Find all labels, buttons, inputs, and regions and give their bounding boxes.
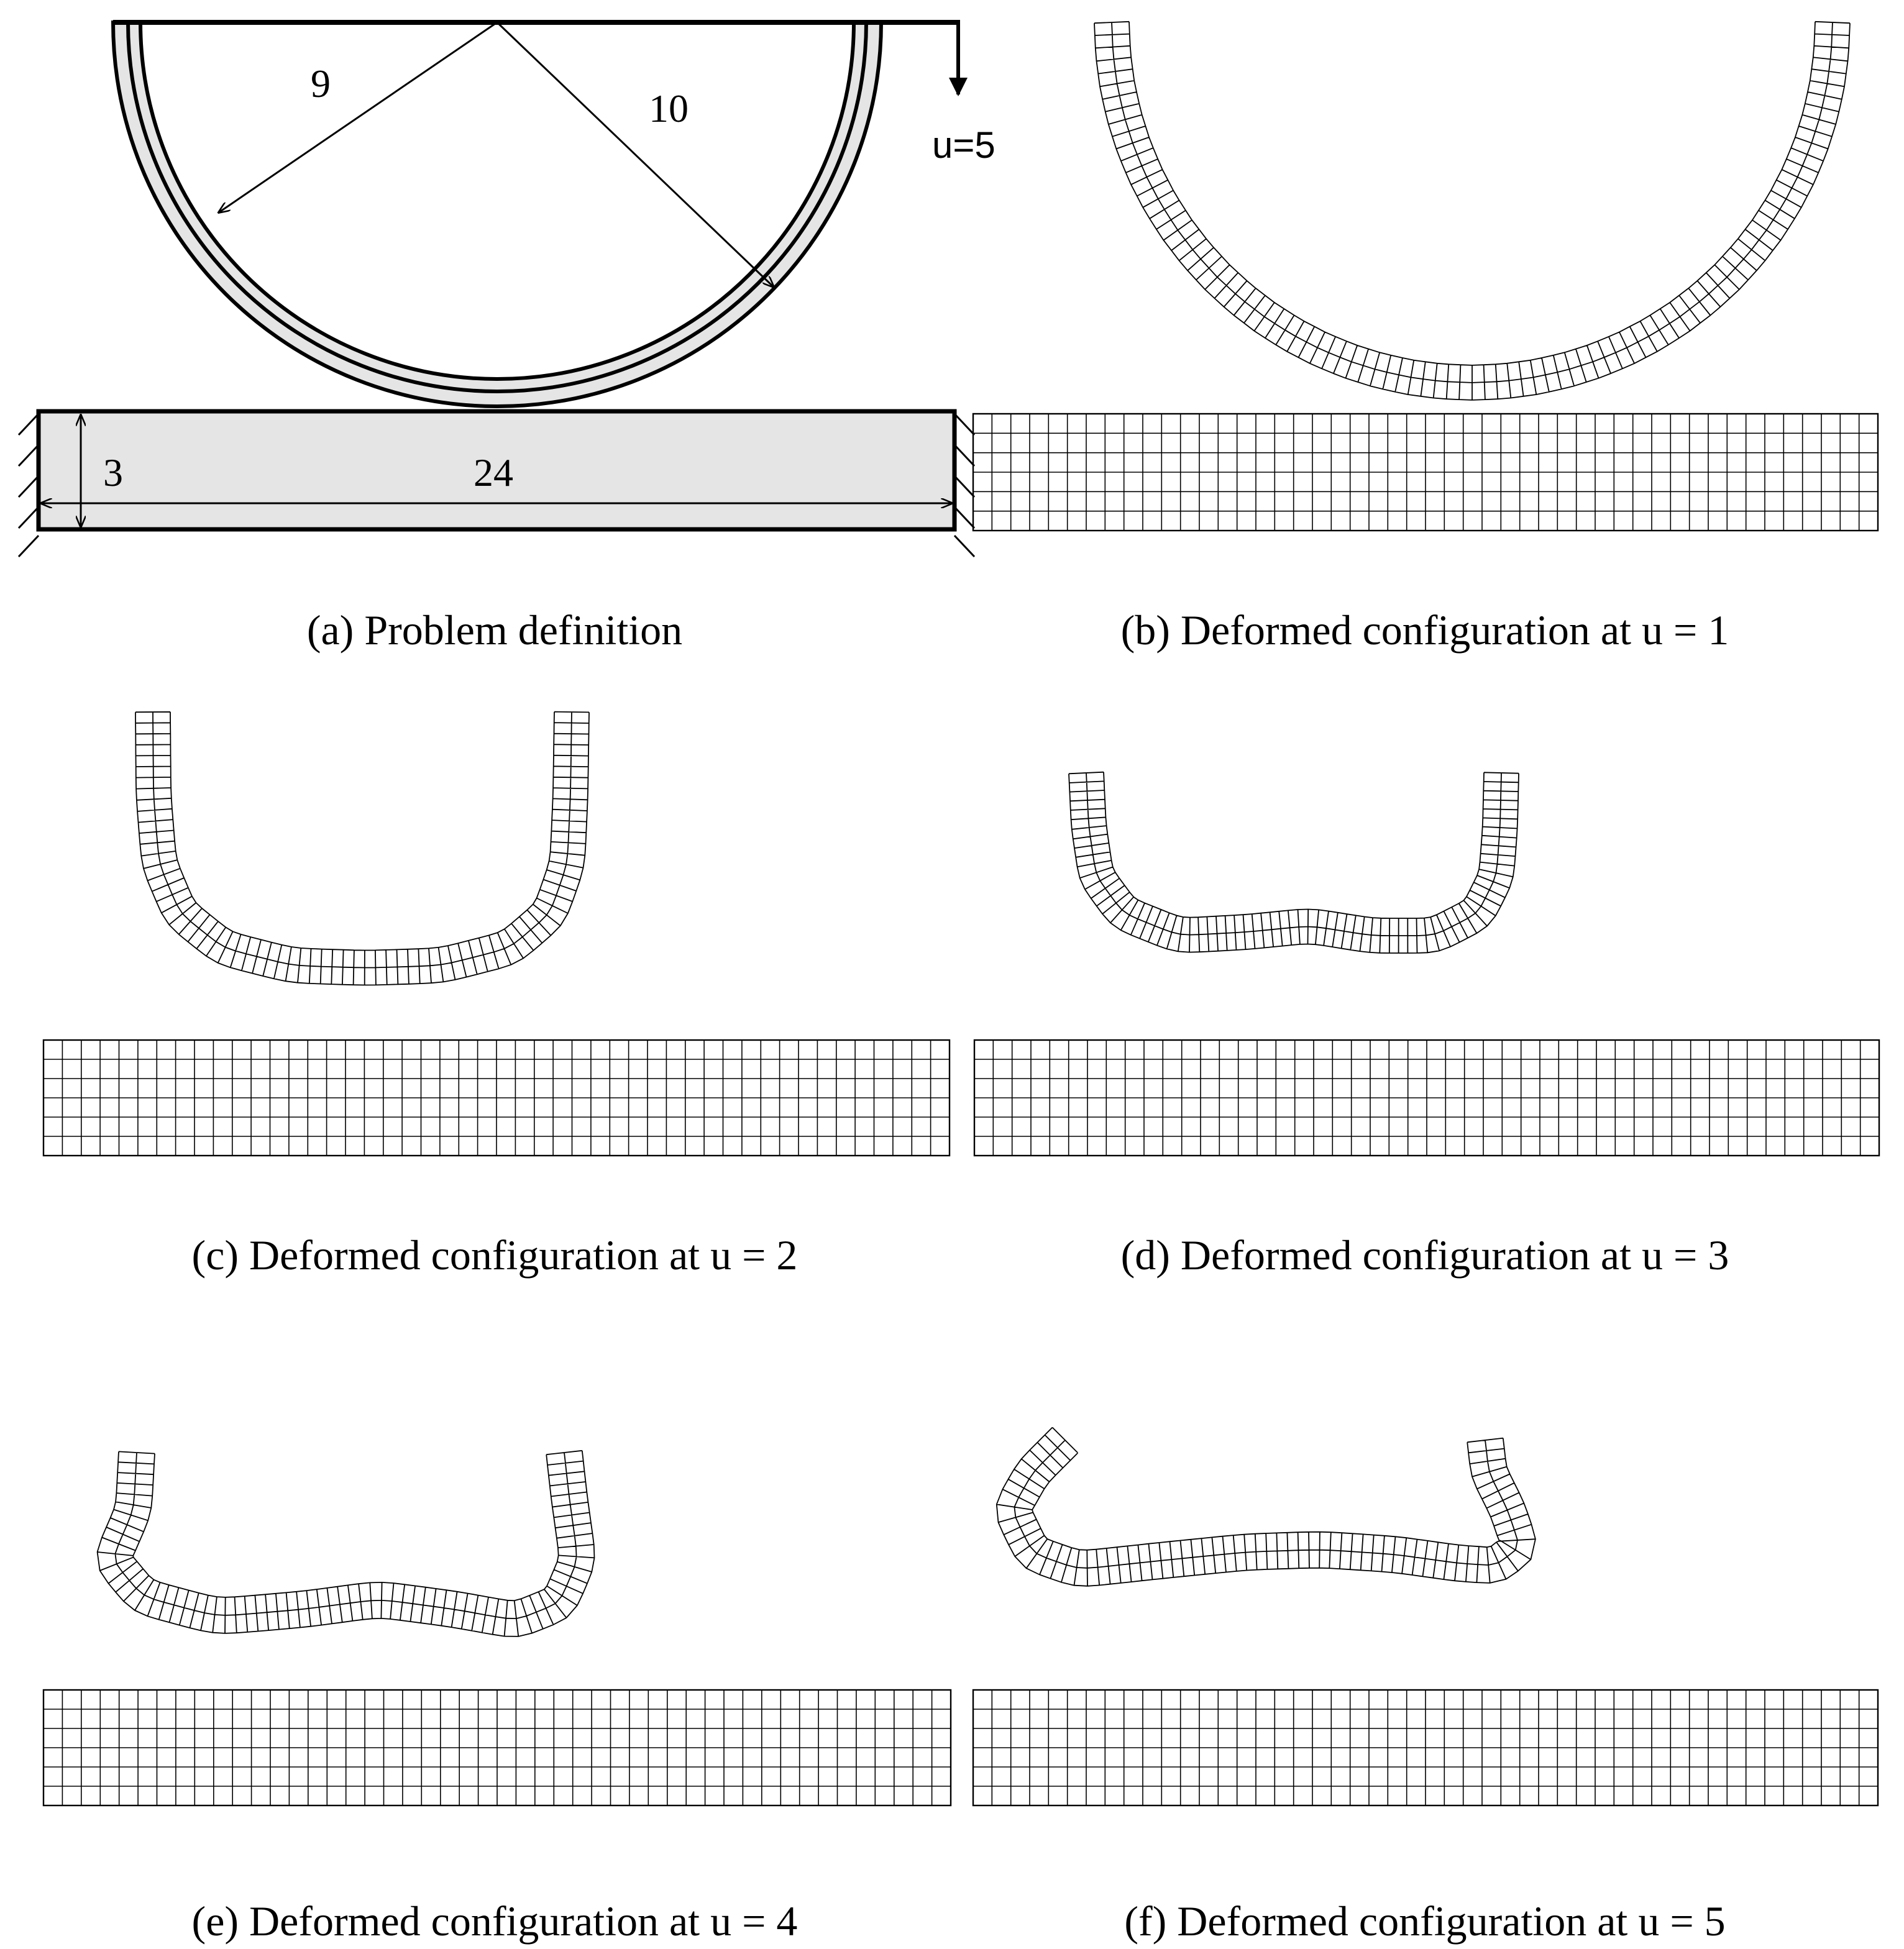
- foundation-block: [36, 409, 957, 532]
- inner-radius-arrow: [219, 21, 498, 212]
- mesh-panel-f: [972, 1426, 1879, 1807]
- fixed-support-left: [17, 413, 40, 558]
- mesh-panel-c: [42, 711, 951, 1157]
- caption-b: (b) Deformed configuration at u = 1: [1121, 606, 1729, 654]
- mesh-panel-d: [973, 771, 1880, 1157]
- caption-e: (e) Deformed configuration at u = 4: [192, 1897, 798, 1945]
- length-label: 24: [474, 450, 513, 495]
- caption-c: (c) Deformed configuration at u = 2: [192, 1231, 798, 1279]
- load-label: u=5: [932, 124, 995, 166]
- outer-radius-arrow: [496, 21, 774, 287]
- mesh-panel-e: [42, 1449, 952, 1807]
- caption-a: (a) Problem definition: [307, 606, 682, 654]
- shell-inner-layer-line: [126, 22, 868, 393]
- thickness-label: 3: [103, 450, 123, 495]
- shell-outer-ring: [111, 21, 884, 408]
- fixed-support-right: [953, 413, 976, 558]
- panel-a: u=5 9 10 3 24 (a) Problem definition: [17, 20, 995, 654]
- caption-d: (d) Deformed configuration at u = 3: [1121, 1231, 1729, 1279]
- outer-radius-label: 10: [649, 86, 689, 130]
- inner-radius-label: 9: [311, 62, 331, 106]
- caption-f: (f) Deformed configuration at u = 5: [1124, 1897, 1725, 1945]
- mesh-panel-b: [972, 21, 1879, 532]
- deformed-meshes: [42, 21, 1880, 1807]
